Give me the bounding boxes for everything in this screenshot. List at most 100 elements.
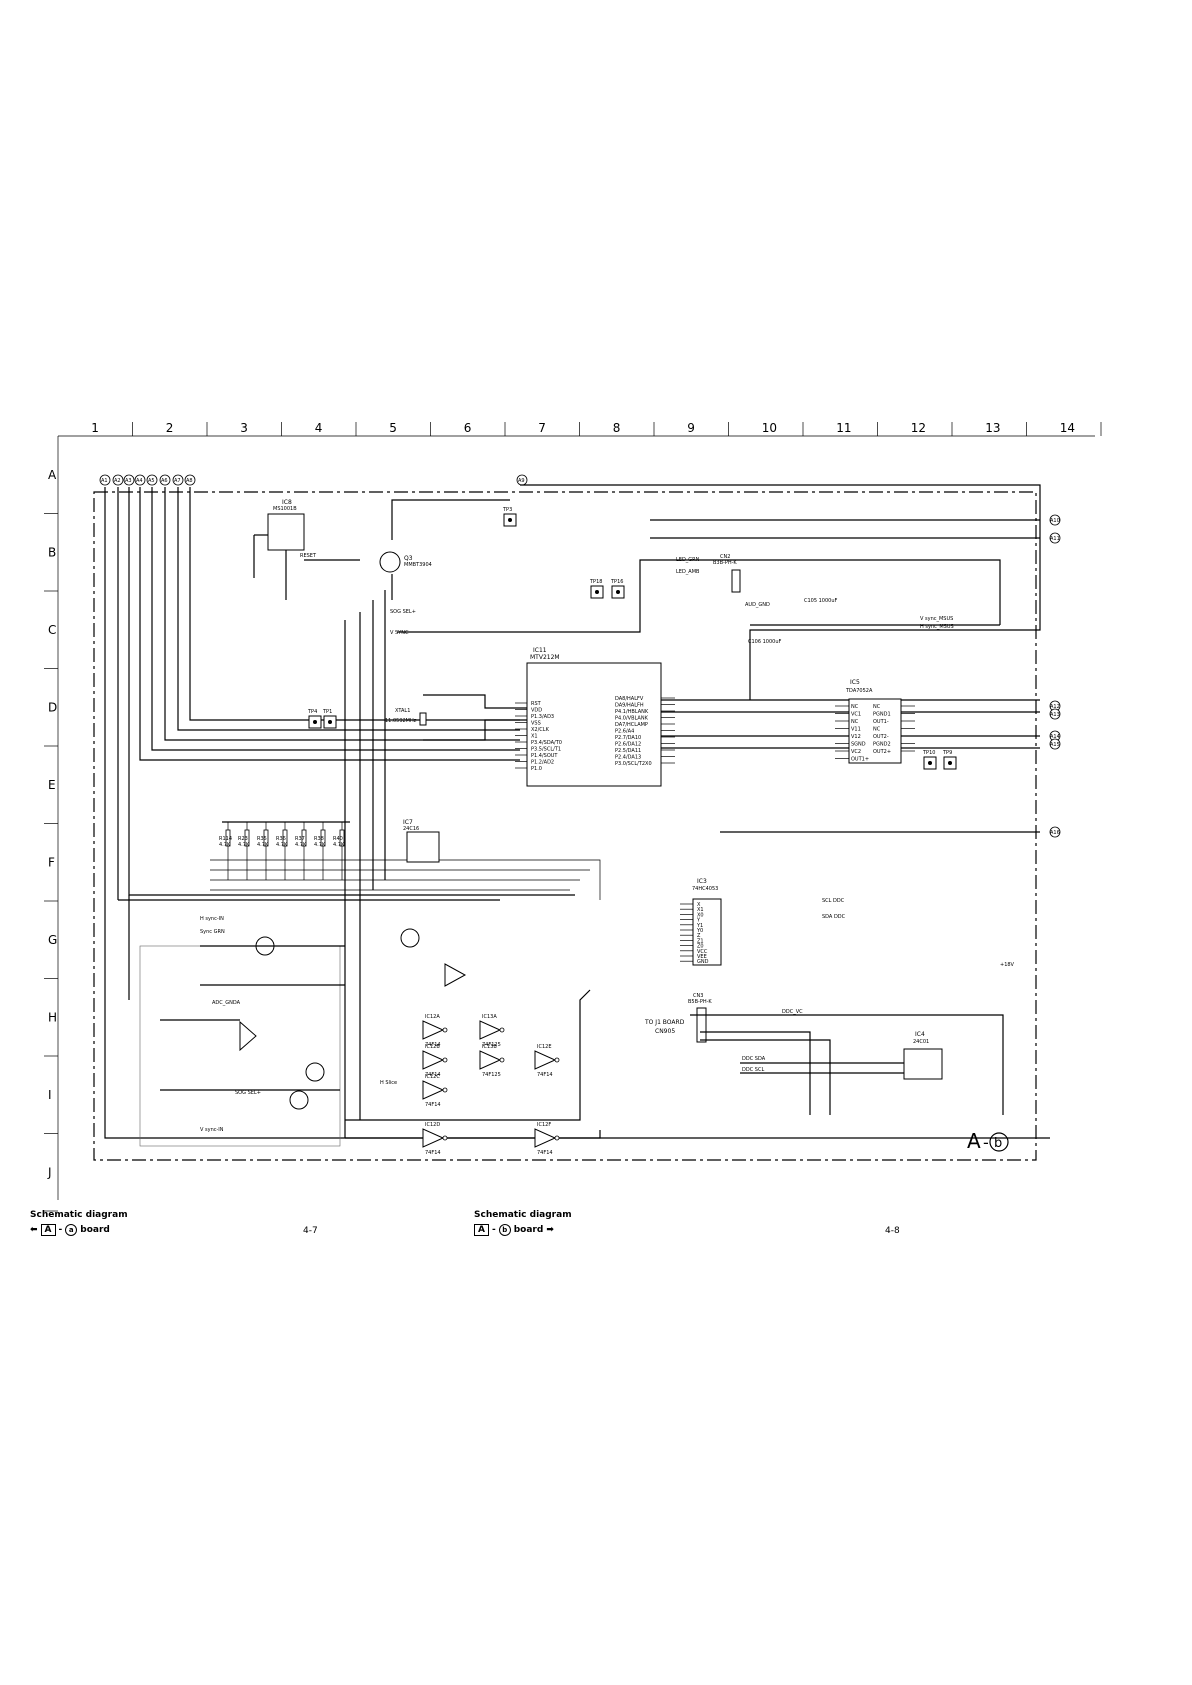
grid-column-label: 14	[1060, 421, 1075, 435]
svg-text:11.0592MHz: 11.0592MHz	[385, 718, 417, 724]
connector-label: A15	[1050, 742, 1060, 748]
ic5-pin-label: V12	[851, 734, 861, 740]
grid-row-label: C	[48, 623, 56, 637]
resistor-ref: R114	[219, 836, 232, 842]
svg-text:+18V: +18V	[1000, 962, 1015, 968]
grid-column-label: 6	[464, 421, 472, 435]
resistor-value: 4.7K	[276, 842, 288, 848]
svg-text:CN905: CN905	[655, 1028, 675, 1035]
resistor-value: 4.7K	[333, 842, 345, 848]
gate-part: 74F125	[482, 1042, 501, 1048]
gate-part: 74F14	[425, 1042, 441, 1048]
ic5-pin-label: OUT1+	[851, 757, 869, 763]
connector-port	[99, 474, 111, 486]
cn2-connector: CN2 B3B-PH-K AUD_GND	[713, 554, 770, 608]
ic11-mcu: IC11 MTV212M RSTVDDP1.3/AD3VSSX2/CLKX1P3…	[515, 647, 675, 787]
ic11-pin-label: P4.1/HBLANK	[615, 709, 649, 715]
ic11-pin-label: P4.0/VBLANK	[615, 716, 649, 722]
svg-text:SOG SEL+: SOG SEL+	[390, 609, 416, 615]
svg-text:ADC_GNDA: ADC_GNDA	[212, 1000, 241, 1006]
ic5-pin-label: VC1	[851, 712, 861, 718]
ic11-pin-label: X2/CLK	[531, 727, 550, 733]
arrow-right-icon: ➡	[546, 1225, 554, 1235]
ic3-pin-label: GND	[697, 959, 709, 965]
grid-column-label: 7	[538, 421, 546, 435]
svg-text:24C01: 24C01	[913, 1039, 929, 1045]
grid-column-label: 11	[836, 421, 851, 435]
grid-row-label: G	[48, 933, 57, 947]
gate-ref: IC13A	[482, 1014, 497, 1020]
svg-text:Sync GRN: Sync GRN	[200, 929, 225, 935]
resistor-value: 4.7K	[238, 842, 250, 848]
ic5-pin-label: V11	[851, 727, 861, 733]
ic11-pin-label: DA9/HALFH	[615, 703, 644, 709]
ic11-pin-label: P2.4/DA13	[615, 755, 641, 761]
svg-text:XTAL1: XTAL1	[395, 708, 410, 714]
resistor-ref: R40	[333, 836, 343, 842]
svg-text:DDC SDA: DDC SDA	[742, 1056, 766, 1062]
svg-text:H Slice: H Slice	[380, 1080, 397, 1086]
footer-right: Schematic diagram A - b board ➡	[474, 1210, 572, 1236]
page-number-right: 4-8	[885, 1226, 900, 1236]
svg-text:A: A	[967, 1129, 981, 1153]
test-point-label: TP3	[502, 507, 512, 513]
resistor-ref: R37	[295, 836, 305, 842]
ic11-pin-label: P1.3/AD3	[531, 714, 554, 720]
gate-ref: IC12A	[425, 1014, 440, 1020]
svg-text:B5B-PH-K: B5B-PH-K	[688, 999, 712, 1005]
footer-right-board: A - b board ➡	[474, 1224, 572, 1236]
svg-text:CN3: CN3	[693, 993, 703, 999]
ic3-pin-label: X	[697, 902, 701, 908]
connector-port	[1049, 514, 1061, 526]
cn3-connector: CN3 B5B-PH-K TO J1 BOARD CN905	[644, 993, 712, 1043]
footer-left-box: A	[40, 1224, 56, 1236]
ic5-pin-label: OUT2-	[873, 734, 889, 740]
ic11-pin-label: VDD	[531, 708, 542, 714]
gate-part: 74F14	[537, 1150, 553, 1156]
test-point-label: TP16	[610, 579, 623, 585]
gate-part: 74F14	[425, 1150, 441, 1156]
svg-text:LED_AMB: LED_AMB	[676, 569, 700, 575]
grid-column-label: 5	[389, 421, 397, 435]
svg-text:V SYNC: V SYNC	[390, 630, 409, 636]
connector-port	[123, 474, 135, 486]
svg-text:B3B-PH-K: B3B-PH-K	[713, 560, 737, 566]
svg-text:IC7: IC7	[403, 819, 413, 826]
gate-ref: IC12C	[425, 1074, 440, 1080]
gate-ref: IC13B	[482, 1044, 497, 1050]
ic3-pin-label: Z1	[697, 938, 704, 944]
grid-row-label: I	[48, 1088, 52, 1102]
ic11-pin-label: P3.4/SDA/T0	[531, 740, 562, 746]
grid-row-label: E	[48, 778, 56, 792]
connector-port	[112, 474, 124, 486]
ic11-pin-label: P3.0/SCL/T2X0	[615, 761, 652, 767]
svg-text:V sync-IN: V sync-IN	[200, 1127, 224, 1133]
grid-row-label: J	[47, 1165, 52, 1179]
footer-left-circle: a	[65, 1224, 78, 1236]
ic11-pin-label: P2.5/DA11	[615, 748, 641, 754]
connector-label: A14	[1050, 734, 1060, 740]
connector-label: A11	[1050, 536, 1060, 542]
svg-text:Q3: Q3	[404, 555, 413, 562]
test-point-label: TP10	[922, 750, 935, 756]
footer-left-board: ⬅ A - a board	[30, 1224, 110, 1236]
svg-text:RESET: RESET	[300, 553, 317, 559]
grid-column-label: 8	[613, 421, 621, 435]
svg-text:-: -	[983, 1133, 989, 1152]
resistor-value: 4.7K	[219, 842, 231, 848]
footer-left: Schematic diagram ⬅ A - a board	[30, 1210, 128, 1236]
connector-label: A10	[1050, 518, 1060, 524]
grid-row-label: B	[48, 545, 56, 559]
test-point-label: TP18	[589, 579, 602, 585]
grid-row-label: H	[48, 1010, 57, 1024]
gate-part: 74F14	[425, 1072, 441, 1078]
svg-text:SCL DDC: SCL DDC	[822, 898, 845, 904]
svg-text:IC8: IC8	[282, 499, 292, 506]
svg-text:24C16: 24C16	[403, 826, 419, 832]
net-labels: SOG SEL+ V SYNC LED_GRN LED_AMB V sync_M…	[390, 557, 1015, 1073]
grid-row-label: D	[48, 700, 57, 714]
